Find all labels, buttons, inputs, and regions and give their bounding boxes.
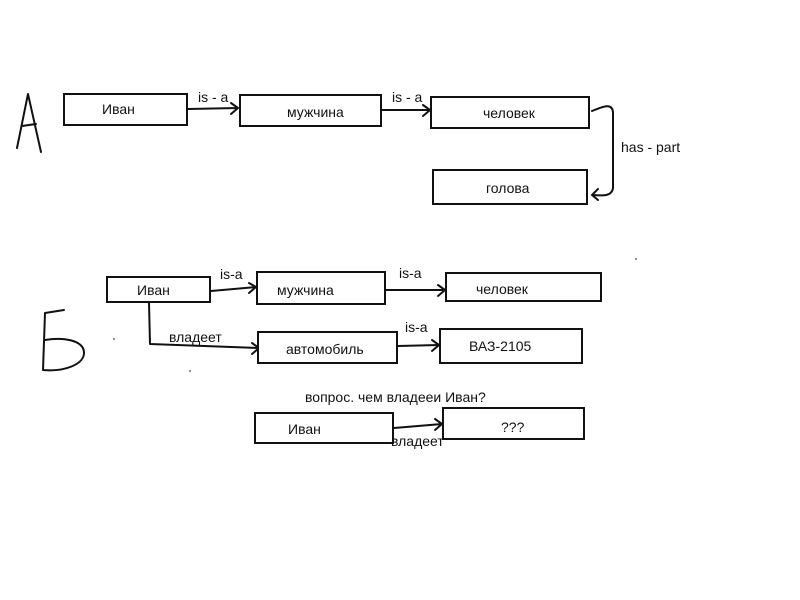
node-b-man-label: мужчина — [277, 282, 334, 298]
arrow-b-ivan-to-man — [210, 282, 257, 294]
stray-dot — [113, 338, 115, 340]
node-b-vaz — [439, 328, 583, 364]
edge-b-isa-3: is-a — [405, 319, 428, 335]
node-a-human — [430, 96, 590, 129]
node-b-human — [445, 272, 602, 302]
node-b-car-label: автомобиль — [286, 341, 364, 357]
arrow-a-man-to-human — [381, 104, 431, 117]
stray-dot — [189, 370, 191, 372]
node-b-vaz-label: ВАЗ-2105 — [469, 338, 532, 354]
edge-q-owns: владеет — [391, 433, 444, 449]
arrow-b-car-to-vaz — [397, 339, 440, 352]
node-a-ivan-label: Иван — [102, 101, 135, 117]
node-b-ivan-label: Иван — [137, 282, 170, 298]
arrow-b-man-to-human — [385, 284, 446, 297]
node-a-man — [239, 94, 382, 127]
stray-dot — [635, 258, 637, 260]
node-a-ivan — [63, 93, 188, 126]
node-q-unknown — [442, 407, 585, 440]
node-a-human-label: человек — [483, 105, 535, 121]
edge-a-has-part: has - part — [621, 139, 681, 155]
edge-b-isa-1: is-a — [220, 266, 243, 282]
edge-a-isa-2: is - a — [392, 89, 423, 105]
letter-a-drawing — [16, 93, 42, 153]
arrow-a-ivan-to-man — [187, 102, 239, 115]
node-a-man-label: мужчина — [287, 104, 344, 120]
node-b-ivan — [106, 276, 211, 303]
node-q-unknown-label: ??? — [501, 419, 525, 435]
node-b-human-label: человек — [476, 281, 528, 297]
letter-b-drawing — [42, 309, 85, 372]
bracket-a-has-part — [591, 105, 614, 201]
node-a-head — [432, 169, 588, 205]
question-text: вопрос. чем владееи Иван? — [305, 389, 486, 405]
edge-a-isa-1: is - a — [198, 89, 229, 105]
edge-b-owns: владеет — [169, 329, 222, 345]
arrow-q-ivan-to-unknown — [393, 418, 443, 431]
node-q-ivan-label: Иван — [288, 421, 321, 437]
node-b-man — [256, 271, 386, 305]
node-b-car — [257, 331, 398, 364]
edge-b-isa-2: is-a — [399, 265, 422, 281]
node-a-head-label: голова — [486, 180, 530, 196]
node-q-ivan — [254, 412, 394, 444]
